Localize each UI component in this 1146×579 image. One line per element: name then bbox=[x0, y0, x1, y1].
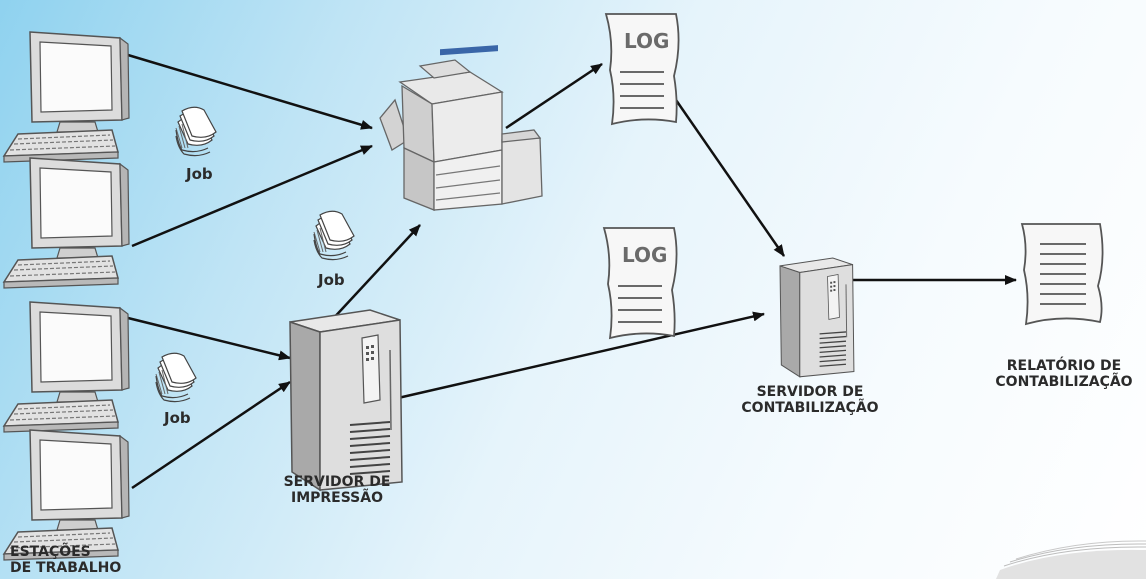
job-label: Job bbox=[164, 409, 191, 427]
arrow-printer-to-log bbox=[505, 62, 603, 130]
job-label: Job bbox=[318, 271, 345, 289]
arrow-print-server-to-accounting-server bbox=[397, 311, 765, 400]
computer-icon bbox=[3, 429, 130, 561]
workstations-label-line1: ESTAÇÕES bbox=[10, 544, 91, 560]
connection-arrows bbox=[127, 53, 1017, 490]
computer-icon bbox=[3, 157, 130, 289]
arrow-print-server-to-printer bbox=[329, 224, 421, 323]
job-label: Job bbox=[186, 165, 213, 183]
accounting-server-label-line2: CONTABILIZAÇÃO bbox=[741, 400, 879, 416]
print-server-label-line2: IMPRESSÃO bbox=[290, 490, 384, 506]
log-label-bottom: LOG bbox=[622, 243, 668, 267]
report-label: RELATÓRIO DE CONTABILIZAÇÃO bbox=[988, 358, 1140, 390]
computer-icon bbox=[3, 301, 130, 433]
report-label-line2: CONTABILIZAÇÃO bbox=[995, 374, 1133, 390]
arrow-log-to-accounting-server bbox=[674, 99, 786, 257]
job-pages-icon bbox=[155, 352, 197, 403]
job-pages-icon bbox=[313, 210, 355, 261]
print-server-label-line1: SERVIDOR DE bbox=[283, 474, 391, 490]
server-tower-icon bbox=[289, 309, 403, 491]
arrow-pc3-to-print-server bbox=[127, 316, 291, 361]
print-server-label: SERVIDOR DE IMPRESSÃO bbox=[282, 474, 392, 506]
arrow-pc2-to-printer bbox=[131, 144, 373, 248]
computer-icon bbox=[3, 31, 130, 163]
accounting-server-label: SERVIDOR DE CONTABILIZAÇÃO bbox=[740, 384, 880, 416]
paper-stack-decoration bbox=[996, 540, 1146, 579]
report-label-line1: RELATÓRIO DE bbox=[1006, 358, 1122, 374]
workstations-label-line2: DE TRABALHO bbox=[10, 560, 122, 576]
server-tower-icon bbox=[779, 257, 855, 378]
report-document-icon bbox=[1020, 223, 1104, 326]
arrow-pc1-to-printer bbox=[127, 53, 373, 130]
workstations-label: ESTAÇÕES DE TRABALHO bbox=[10, 544, 121, 576]
arrow-pc4-to-print-server bbox=[131, 380, 291, 490]
printer-copier-icon bbox=[379, 45, 543, 211]
job-pages-icon bbox=[175, 106, 217, 157]
accounting-server-label-line1: SERVIDOR DE bbox=[756, 384, 864, 400]
log-label-top: LOG bbox=[624, 29, 670, 53]
